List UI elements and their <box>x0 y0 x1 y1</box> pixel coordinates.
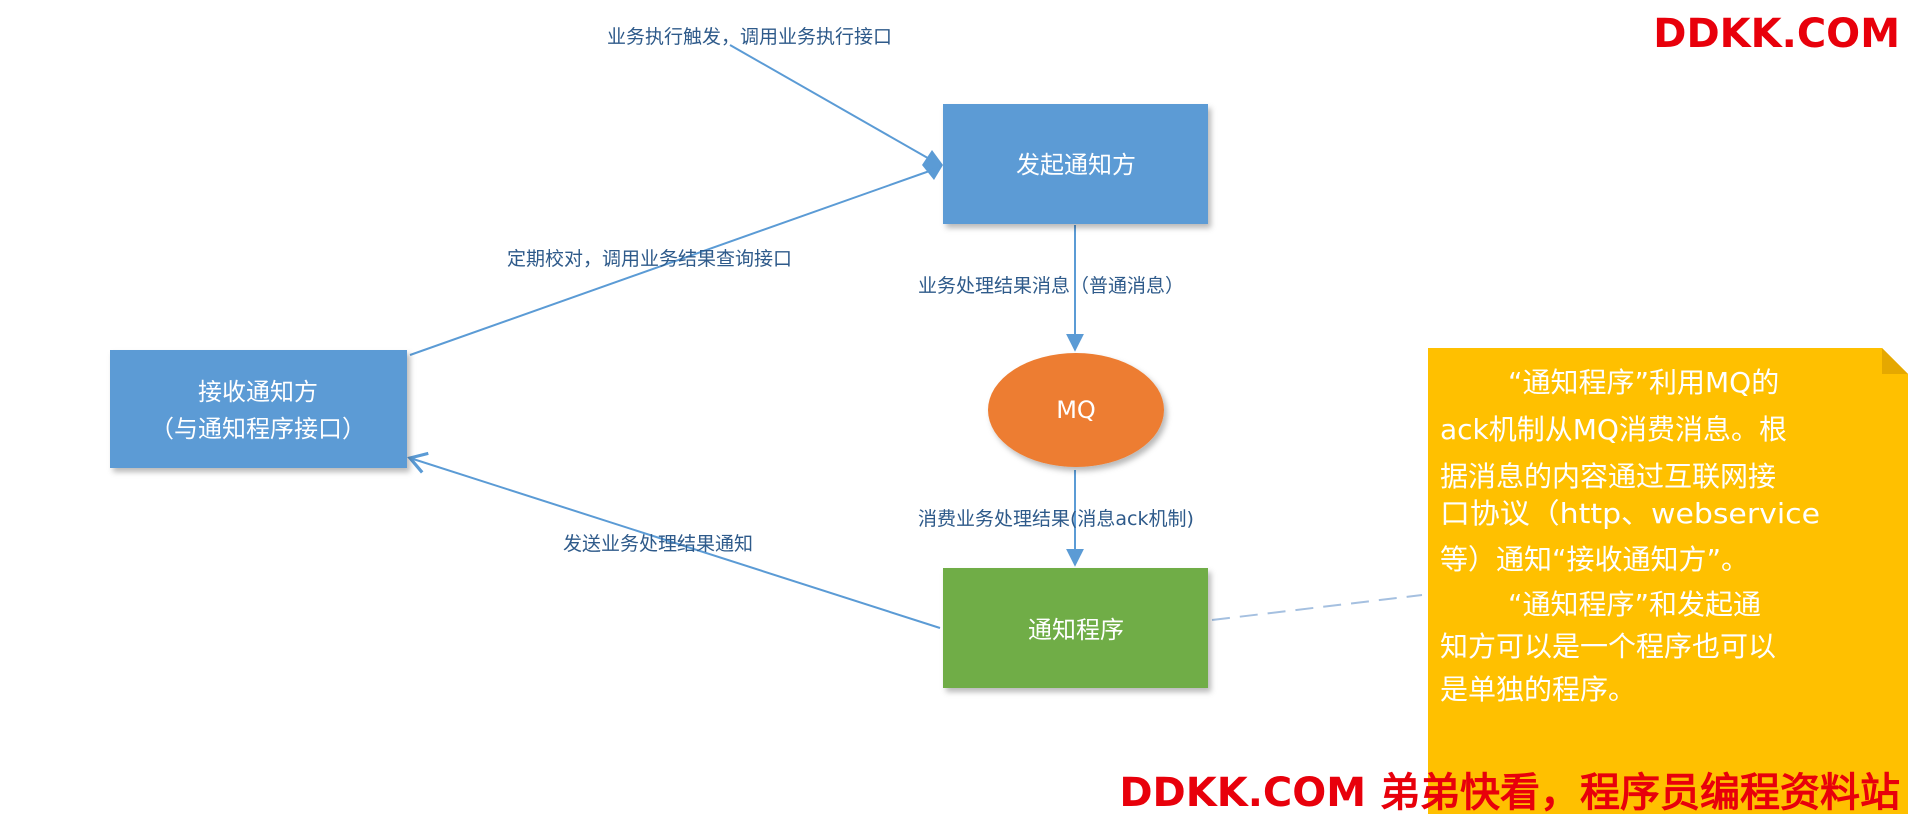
note-shape <box>1428 348 1908 814</box>
note-line-2: ack机制从MQ消费消息。根 <box>1440 413 1787 446</box>
initiator-node: 发起通知方 <box>943 104 1208 224</box>
note-connector <box>1211 594 1423 621</box>
initiator-label: 发起通知方 <box>1016 151 1136 179</box>
send-label: 发送业务处理结果通知 <box>563 533 753 555</box>
note-line-1: “通知程序”利用MQ的 <box>1508 366 1779 399</box>
note-line-8: 是单独的程序。 <box>1440 673 1636 706</box>
watermark-bottom: DDKK.COM 弟弟快看，程序员编程资料站 <box>1119 770 1900 814</box>
note-corner-fold <box>1882 348 1908 374</box>
diamond-arrowhead <box>922 150 943 180</box>
receiver-label-line1: 接收通知方 <box>198 378 318 406</box>
receiver-node: 接收通知方 （与通知程序接口） <box>110 350 407 468</box>
note-line-7: 知方可以是一个程序也可以 <box>1440 630 1776 663</box>
receiver-box <box>110 350 407 468</box>
receiver-label-line2: （与通知程序接口） <box>150 415 366 443</box>
mq-ellipse <box>988 353 1164 467</box>
note-line-6: “通知程序”和发起通 <box>1508 588 1761 621</box>
notifier-node: 通知程序 <box>943 568 1208 688</box>
initiator-box <box>943 104 1208 224</box>
note-line-3: 据消息的内容通过互联网接 <box>1440 460 1776 493</box>
watermark-top: DDKK.COM <box>1653 11 1900 57</box>
send-arrow <box>407 451 941 629</box>
trigger-label: 业务执行触发，调用业务执行接口 <box>607 26 892 48</box>
explanation-note: “通知程序”利用MQ的 ack机制从MQ消费消息。根 据消息的内容通过互联网接 … <box>1428 348 1908 814</box>
notifier-label: 通知程序 <box>1028 616 1124 644</box>
mq-node: MQ <box>988 353 1164 467</box>
check-label: 定期校对，调用业务结果查询接口 <box>507 248 792 270</box>
mq-label: MQ <box>1056 396 1096 424</box>
publish-label: 业务处理结果消息（普通消息） <box>918 275 1184 297</box>
note-line-5: 等）通知“接收通知方”。 <box>1440 543 1749 576</box>
consume-label: 消费业务处理结果(消息ack机制) <box>918 508 1194 530</box>
note-line-4: 口协议（http、webservice <box>1440 497 1820 530</box>
notifier-box <box>943 568 1208 688</box>
check-arrow <box>409 167 939 356</box>
trigger-arrow <box>729 44 941 166</box>
